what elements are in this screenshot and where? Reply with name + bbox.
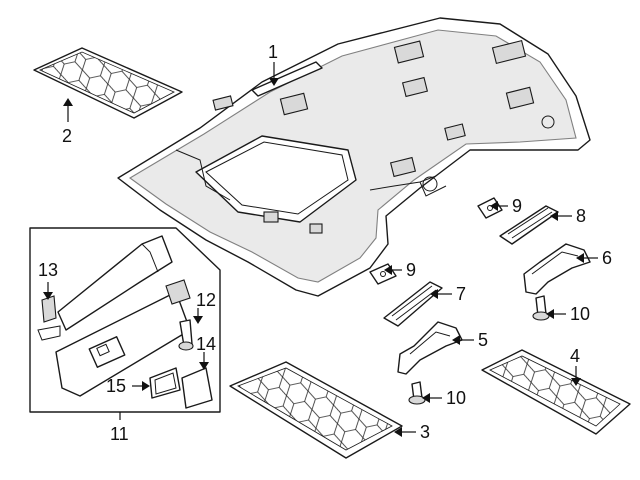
callout-9-lower: 9 — [406, 260, 416, 280]
grab-handle-5 — [397, 321, 463, 375]
callout-10-right: 10 — [570, 304, 590, 324]
sun-visor-inset-box — [29, 227, 221, 413]
callout-7: 7 — [456, 284, 466, 304]
headliner-panel — [117, 17, 591, 297]
insulation-pad-3 — [229, 361, 403, 459]
screw-10-right — [532, 295, 550, 321]
callout-labels: 1 2 3 4 5 6 7 8 9 9 10 10 11 12 13 14 15 — [38, 42, 612, 444]
callout-11: 11 — [110, 424, 129, 444]
callout-10-lower: 10 — [446, 388, 466, 408]
callout-13: 13 — [38, 260, 58, 280]
insulation-pad-2 — [33, 47, 183, 119]
callout-4: 4 — [570, 346, 580, 366]
handle-bracket-8 — [499, 205, 559, 245]
callout-12: 12 — [196, 290, 216, 310]
clip-9-upper — [477, 197, 503, 219]
callout-9-upper: 9 — [512, 196, 522, 216]
insulation-pad-4 — [481, 349, 631, 435]
callout-1: 1 — [268, 42, 278, 62]
handle-bracket-7 — [383, 281, 443, 327]
callout-14: 14 — [196, 334, 216, 354]
callout-2: 2 — [62, 126, 72, 146]
leader-lines — [43, 62, 598, 437]
callout-6: 6 — [602, 248, 612, 268]
clip-9-lower — [369, 263, 397, 285]
callout-8: 8 — [576, 206, 586, 226]
grab-handle-6 — [523, 243, 591, 295]
callout-15: 15 — [106, 376, 126, 396]
screw-10-lower — [408, 381, 426, 405]
callout-5: 5 — [478, 330, 488, 350]
callout-3: 3 — [420, 422, 430, 442]
